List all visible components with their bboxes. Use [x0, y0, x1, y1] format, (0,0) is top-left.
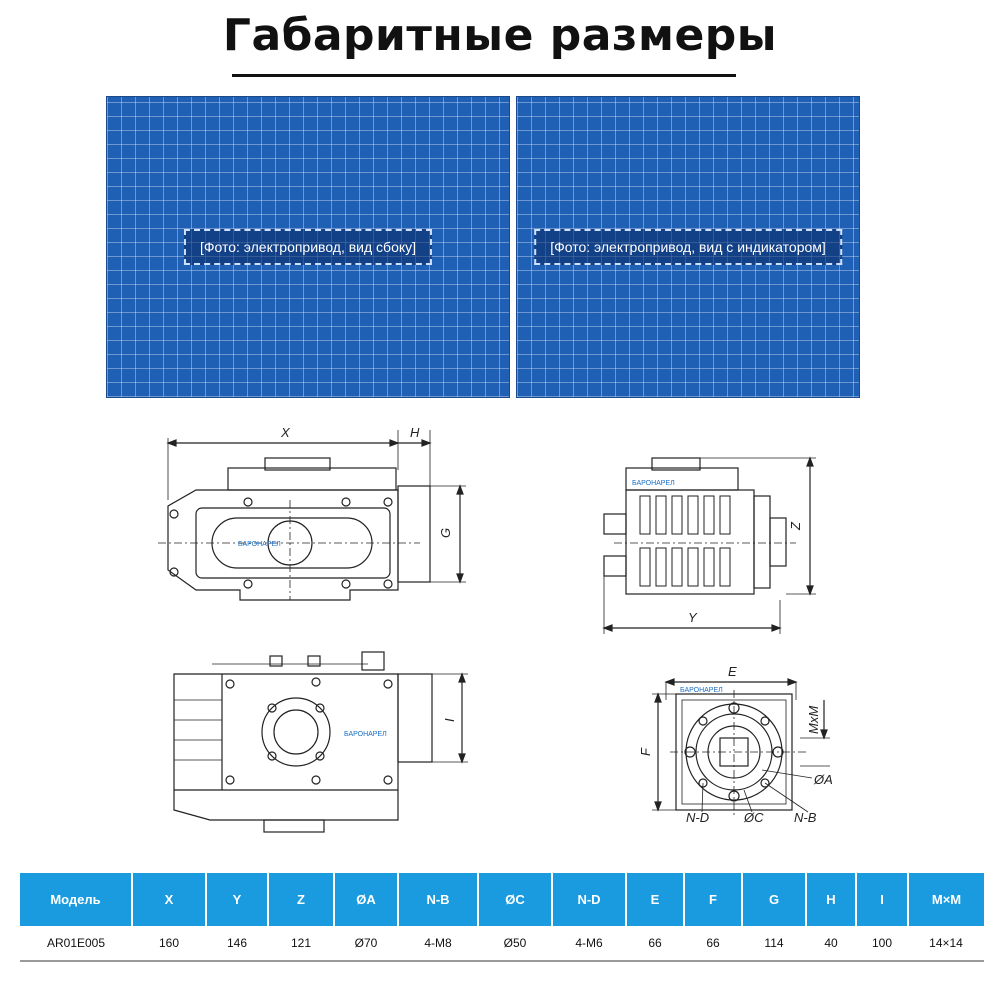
cell-nd: 4-M6 [552, 926, 626, 962]
side-view-drawing [602, 456, 816, 634]
title-underline [232, 74, 736, 77]
cell-e: 66 [626, 926, 684, 962]
dim-label-g: G [438, 528, 453, 538]
cell-mxm: 14×14 [908, 926, 984, 962]
cell-h: 40 [806, 926, 856, 962]
cell-model: AR01E005 [20, 926, 132, 962]
header-cell-y: Y [206, 873, 269, 926]
dim-label-i: I [442, 718, 457, 722]
photo-placeholder-label: [Фото: электропривод, вид с индикатором] [534, 229, 842, 265]
photo-placeholder-label: [Фото: электропривод, вид сбоку] [183, 229, 433, 265]
dim-label-oc: ØC [743, 810, 764, 825]
spec-table-header-row: Модель X Y Z ØA N-B ØC N-D E F G H I M×M [20, 873, 984, 926]
page-title: Габаритные размеры [222, 10, 778, 61]
brand-mark-flange: БАРОНАРЕЛ [680, 687, 723, 694]
dim-label-y: Y [688, 610, 698, 625]
table-row: AR01E005 160 146 121 Ø70 4-M8 Ø50 4-M6 6… [20, 926, 984, 962]
cell-y: 146 [206, 926, 268, 962]
cell-x: 160 [132, 926, 206, 962]
dim-label-h: H [410, 425, 420, 440]
header-cell-h: H [806, 873, 857, 926]
header-cell-g: G [742, 873, 807, 926]
cell-oc: Ø50 [478, 926, 552, 962]
header-cell-model: Модель [20, 873, 133, 926]
header-cell-nb: N-B [398, 873, 479, 926]
top-view-drawing [173, 651, 468, 833]
header-cell-x: X [132, 873, 207, 926]
dim-label-oa: ØA [813, 772, 833, 787]
cell-f: 66 [684, 926, 742, 962]
header-cell-oa: ØA [334, 873, 399, 926]
dim-label-x: X [280, 425, 291, 440]
dim-label-z: Z [788, 521, 803, 531]
header-cell-f: F [684, 873, 743, 926]
cell-i: 100 [856, 926, 908, 962]
brand-mark-front: БАРОНАРЕЛ [238, 541, 281, 548]
spec-table: Модель X Y Z ØA N-B ØC N-D E F G H I M×M… [20, 873, 984, 962]
cell-z: 121 [268, 926, 334, 962]
brand-mark-side: БАРОНАРЕЛ [632, 480, 675, 487]
actuator-photo-indicator: [Фото: электропривод, вид с индикатором] [516, 96, 860, 398]
cell-oa: Ø70 [334, 926, 398, 962]
dim-label-nb: N-B [794, 810, 817, 825]
header-cell-z: Z [268, 873, 335, 926]
cell-nb: 4-M8 [398, 926, 478, 962]
header-cell-oc: ØC [478, 873, 553, 926]
actuator-photo-side: [Фото: электропривод, вид сбоку] [106, 96, 510, 398]
cell-g: 114 [742, 926, 806, 962]
front-view-drawing [158, 430, 466, 601]
dim-label-f: F [638, 747, 653, 756]
dim-label-nd: N-D [686, 810, 709, 825]
dim-label-e: E [728, 664, 737, 679]
header-cell-e: E [626, 873, 685, 926]
brand-mark-top: БАРОНАРЕЛ [344, 731, 387, 738]
header-cell-mxm: M×M [908, 873, 984, 926]
flange-view-drawing [652, 678, 830, 816]
header-cell-nd: N-D [552, 873, 627, 926]
header-cell-i: I [856, 873, 909, 926]
dim-label-mxm: MxM [806, 706, 821, 734]
